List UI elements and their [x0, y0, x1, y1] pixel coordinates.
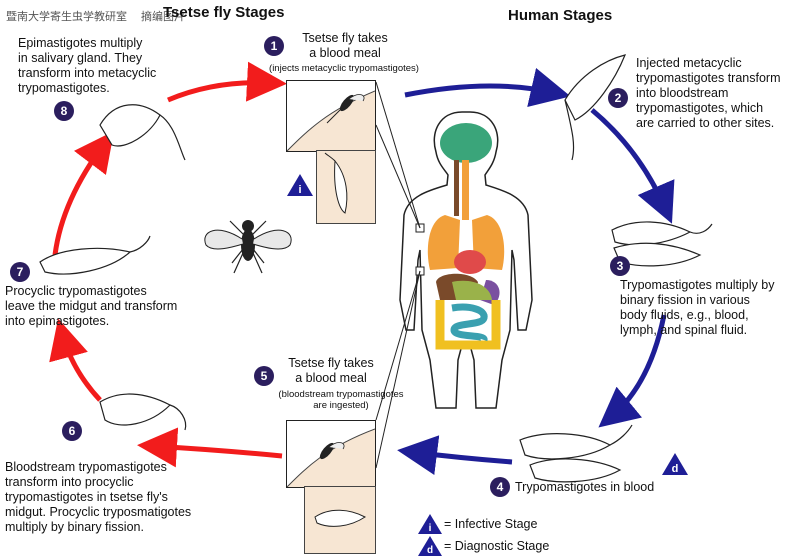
blue-arrow-4-to-5 — [397, 435, 513, 475]
step-6-line-4: midgut. Procyclic tryposmatigotes — [5, 505, 192, 519]
step-6-line-2: transform into procyclic — [5, 475, 134, 489]
step-6-line-5: multiply by binary fission. — [5, 520, 144, 534]
step-2-line-1: Injected metacyclic — [636, 56, 742, 70]
large-intestine-organ — [435, 300, 501, 350]
step-2-text: Injected metacyclic trypomastigotes tran… — [636, 56, 781, 131]
step-2-line-2: trypomastigotes transform — [636, 71, 781, 85]
legend-diagnostic-icon: d — [418, 536, 442, 556]
step-7-line-1: Procyclic trypomastigotes — [5, 284, 147, 298]
step-1-line-1: Tsetse fly takes — [302, 31, 388, 45]
step-5-note-line-1: (bloodstream trypomastigotes — [278, 389, 404, 400]
svg-text:i: i — [298, 184, 301, 196]
fly-panel-5 — [286, 420, 376, 488]
step-1-note: (injects metacyclic trypomastigotes) — [269, 63, 419, 74]
red-arrow-8-to-1 — [167, 61, 287, 103]
step-5-note: (bloodstream trypomastigotes are ingeste… — [236, 389, 446, 411]
step-8-line-2: in salivary gland. They — [18, 51, 143, 65]
step-5-line-1: Tsetse fly takes — [288, 356, 374, 370]
bloodstream-3a — [611, 221, 692, 246]
step-6-line-3: trypomastigotes in tsetse fly's — [5, 490, 168, 504]
fly-panel-1 — [286, 80, 376, 152]
watermark-text: 暨南大学寄生虫学教研室 摘编图片 — [6, 11, 186, 23]
trypomastigote-icon — [314, 509, 366, 527]
step-3-line-1: Trypomastigotes multiply by — [620, 278, 775, 292]
connector-lines — [375, 81, 421, 469]
step-3-line-4: lymph, and spinal fluid. — [620, 323, 748, 337]
brain-organ — [440, 123, 492, 163]
procyclic-6 — [99, 393, 172, 426]
step-8-line-4: trypomastigotes. — [18, 81, 110, 95]
red-arrow-5-to-6 — [137, 427, 283, 468]
step-8-line-1: Epimastigotes multiply — [18, 36, 143, 50]
step-8-badge: 8 — [54, 101, 74, 121]
step-4-badge: 4 — [490, 477, 510, 497]
step-1-text: Tsetse fly takes a blood meal — [290, 31, 400, 61]
tsetse-fly-icon — [286, 428, 376, 488]
blue-cycle-arrows — [397, 67, 675, 475]
step-2-line-5: are carried to other sites. — [636, 116, 775, 130]
step-4-text: Trypomastigotes in blood — [515, 480, 655, 494]
svg-text:i: i — [429, 523, 432, 534]
svg-text:d: d — [672, 463, 679, 475]
kidney-organ — [452, 280, 492, 300]
step-6-text: Bloodstream trypomastigotes transform in… — [5, 460, 191, 535]
tsetse-fly-icon — [286, 90, 376, 152]
step-7-line-3: into epimastigotes. — [5, 314, 110, 328]
legend-diagnostic-label: = Diagnostic Stage — [444, 539, 550, 553]
epimastigote-7 — [39, 247, 132, 275]
step-3-badge: 3 — [610, 256, 630, 276]
step-1-badge: 1 — [264, 36, 284, 56]
small-intestine-organ — [450, 303, 488, 344]
step-3-text: Trypomastigotes multiply by binary fissi… — [620, 278, 774, 338]
step-5-note-line-2: are ingested) — [313, 400, 369, 411]
step-8-text: Epimastigotes multiply in salivary gland… — [18, 36, 156, 96]
step-3-line-3: body fluids, e.g., blood, — [620, 308, 749, 322]
step-3-line-2: binary fission in various — [620, 293, 750, 307]
step-5-badge: 5 — [254, 366, 274, 386]
red-arrow-7-to-8 — [52, 131, 115, 256]
step-7-text: Procyclic trypomastigotes leave the midg… — [5, 284, 177, 329]
trypomastigote-icon — [324, 152, 348, 214]
blue-arrow-2-to-3 — [590, 108, 675, 224]
red-arrow-6-to-7 — [49, 318, 102, 402]
legend-infective-icon: i — [418, 514, 442, 534]
heart-organ — [454, 250, 486, 274]
bloodstream-4a — [519, 433, 612, 460]
step-7-line-2: leave the midgut and transform — [5, 299, 178, 313]
step-2-line-3: into bloodstream — [636, 86, 729, 100]
human-stages-title: Human Stages — [508, 7, 613, 24]
red-cycle-arrows — [49, 61, 287, 468]
step-5-line-2: a blood meal — [295, 371, 367, 385]
lungs-organ — [427, 215, 460, 270]
trypomastigote-icon — [39, 54, 713, 483]
blue-arrow-3-to-4 — [598, 314, 667, 428]
step-7-badge: 7 — [10, 262, 30, 282]
epimastigote-8 — [99, 104, 161, 147]
legend-infective-label: = Infective Stage — [444, 517, 538, 531]
tsetse-stages-title: Tsetse fly Stages — [163, 4, 285, 21]
metacyclic-2 — [564, 54, 626, 121]
step-2-badge: 2 — [608, 88, 628, 108]
blue-arrow-1-to-2 — [404, 67, 571, 107]
step-6-badge: 6 — [62, 421, 82, 441]
svg-text:d: d — [427, 545, 433, 556]
inset-1 — [316, 150, 376, 224]
step-6-line-1: Bloodstream trypomastigotes — [5, 460, 167, 474]
step-2-line-4: trypomastigotes, which — [636, 101, 764, 115]
step-5-text: Tsetse fly takes a blood meal — [276, 356, 386, 386]
human-body-icon — [399, 111, 533, 409]
diagnostic-triangle-icon: d — [662, 453, 688, 475]
inset-5 — [304, 486, 376, 554]
tsetse-fly-icon — [204, 220, 292, 274]
step-8-line-3: transform into metacyclic — [18, 66, 157, 80]
step-1-line-2: a blood meal — [309, 46, 381, 60]
infective-triangle-icon: i — [287, 174, 313, 196]
